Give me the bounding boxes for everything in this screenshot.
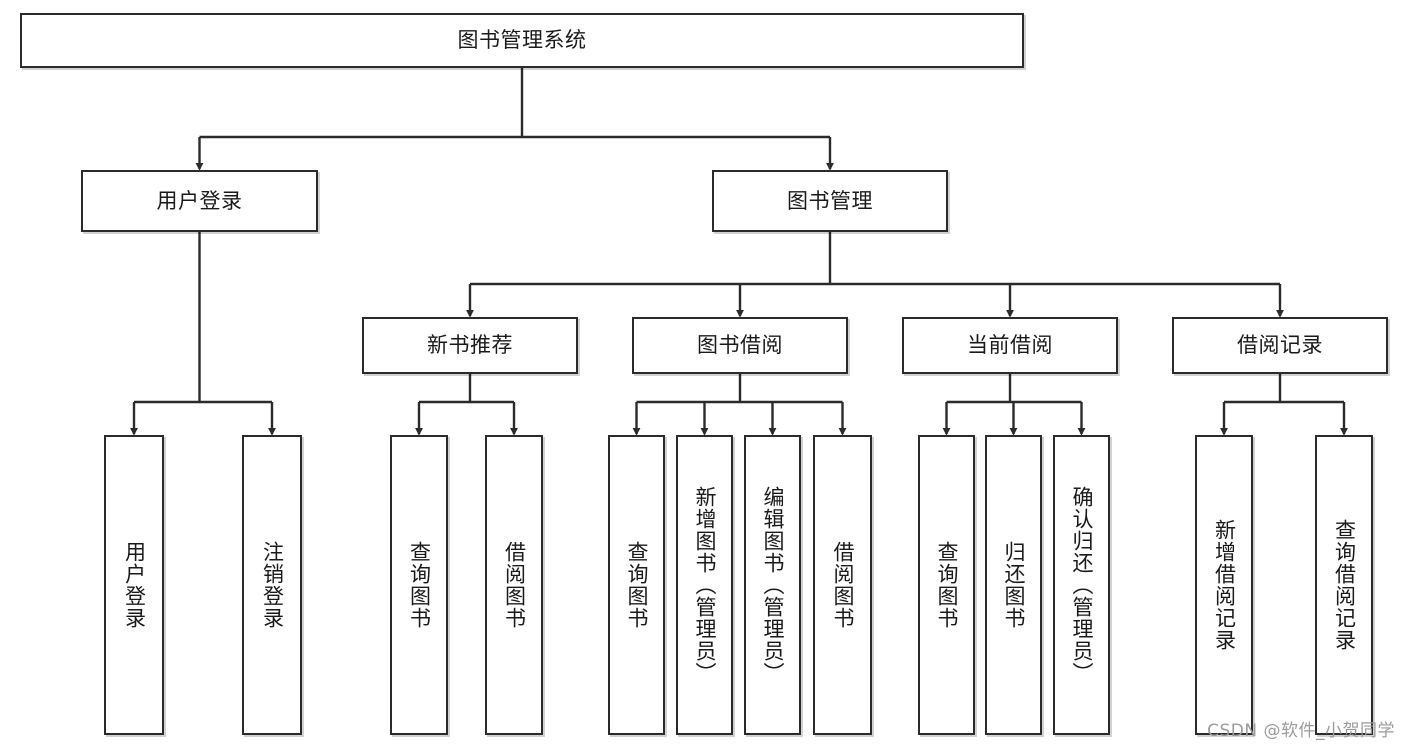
node-label: 新增图书（管理员） [693,486,717,684]
node-leaf-borrow-4[interactable]: 借阅图书 [813,435,872,735]
node-label: 图书借阅 [697,333,783,358]
node-leaf-cur-3[interactable]: 确认归还（管理员） [1053,435,1110,735]
node-label: 查询图书 [625,541,649,629]
node-bookmgmt[interactable]: 图书管理 [712,170,948,232]
node-current[interactable]: 当前借阅 [902,317,1118,374]
node-label: 新增借阅记录 [1212,519,1237,651]
node-leaf-login-1[interactable]: 用户登录 [104,435,164,735]
watermark: CSDN @软件_小贺同学 [1207,721,1395,741]
node-leaf-rec-2[interactable]: 查询借阅记录 [1315,435,1373,735]
node-leaf-cur-2[interactable]: 归还图书 [985,435,1042,735]
node-leaf-borrow-3[interactable]: 编辑图书（管理员） [744,435,801,735]
node-label: 查询借阅记录 [1332,519,1357,651]
node-label: 图书管理系统 [457,28,587,53]
node-borrow[interactable]: 图书借阅 [632,317,848,374]
node-leaf-borrow-1[interactable]: 查询图书 [608,435,665,735]
node-label: 查询图书 [407,541,432,629]
node-leaf-borrow-2[interactable]: 新增图书（管理员） [676,435,733,735]
node-label: 借阅记录 [1237,333,1323,358]
node-label: 查询图书 [935,541,959,629]
node-leaf-login-2[interactable]: 注销登录 [242,435,302,735]
node-leaf-cur-1[interactable]: 查询图书 [918,435,975,735]
node-label: 用户登录 [122,541,147,629]
node-label: 用户登录 [156,188,243,213]
node-records[interactable]: 借阅记录 [1172,317,1388,374]
node-label: 归还图书 [1002,541,1026,629]
node-label: 借阅图书 [502,541,527,629]
node-label: 图书管理 [787,188,873,213]
node-leaf-new-2[interactable]: 借阅图书 [485,435,543,735]
node-label: 编辑图书（管理员） [761,486,785,684]
node-label: 新书推荐 [427,333,513,358]
node-leaf-rec-1[interactable]: 新增借阅记录 [1195,435,1253,735]
node-label: 当前借阅 [967,333,1053,358]
node-label: 确认归还（管理员） [1070,486,1094,684]
node-newbook[interactable]: 新书推荐 [362,317,578,374]
node-leaf-new-1[interactable]: 查询图书 [390,435,448,735]
node-root[interactable]: 图书管理系统 [20,13,1024,68]
node-label: 借阅图书 [831,541,855,629]
node-login[interactable]: 用户登录 [81,170,318,232]
node-label: 注销登录 [260,541,285,629]
